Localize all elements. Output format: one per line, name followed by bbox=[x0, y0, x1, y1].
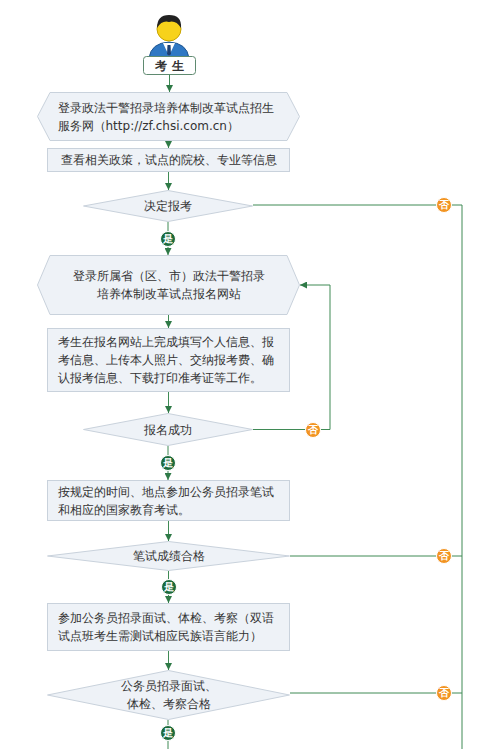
decision-diamond: 决定报考 bbox=[83, 190, 253, 222]
flow-connector bbox=[168, 392, 169, 413]
box-outline bbox=[48, 481, 290, 521]
node-outline bbox=[47, 670, 290, 720]
decision-diamond: 报名成功 bbox=[83, 413, 253, 446]
diamond-outline bbox=[84, 191, 253, 222]
icon-tie bbox=[167, 45, 171, 56]
flow-connector bbox=[168, 315, 169, 328]
process-box: 按规定的时间、地点参加公务员招录笔试和相应的国家教育考试。 bbox=[47, 480, 290, 521]
flow-connector bbox=[168, 141, 169, 148]
branch-label: 是 bbox=[161, 579, 177, 595]
node-text: 决定报考 bbox=[118, 197, 218, 215]
hexagon-box: 登录所属省（区、市）政法干警招录培养体制改革试点报名网站 bbox=[37, 255, 300, 315]
flow-connector bbox=[168, 521, 169, 541]
node-text: 考生在报名网站上完成填写个人信息、报考信息、上传本人照片、交纳报考费、确认报考信… bbox=[58, 333, 280, 387]
diamond-outline bbox=[84, 414, 253, 446]
node-text: 登录政法干警招录培养体制改革试点招生服务网（http://zf.chsi.com… bbox=[58, 99, 280, 135]
diamond-outline bbox=[48, 542, 290, 571]
decision-diamond: 笔试成绩合格 bbox=[47, 541, 290, 571]
flow-connector bbox=[169, 75, 170, 92]
label-outline bbox=[144, 57, 196, 75]
branch-label: 是 bbox=[160, 231, 176, 247]
node-text: 参加公务员招录面试、体检、考察（双语试点班考生需测试相应民族语言能力） bbox=[58, 609, 280, 645]
node-text: 查看相关政策，试点的院校、专业等信息 bbox=[54, 151, 284, 169]
flow-connector bbox=[168, 651, 169, 670]
branch-label: 否 bbox=[305, 422, 321, 438]
branch-label: 是 bbox=[160, 725, 176, 741]
hexagon-box: 登录政法干警招录培养体制改革试点招生服务网（http://zf.chsi.com… bbox=[37, 92, 300, 141]
node-outline bbox=[37, 255, 300, 315]
process-box: 参加公务员招录面试、体检、考察（双语试点班考生需测试相应民族语言能力） bbox=[47, 603, 290, 651]
node-text: 公务员招录面试、体检、考察合格 bbox=[119, 677, 219, 713]
node-text: 按规定的时间、地点参加公务员招录笔试和相应的国家教育考试。 bbox=[58, 483, 280, 519]
icon-hair bbox=[157, 15, 181, 28]
node-text: 笔试成绩合格 bbox=[109, 547, 229, 565]
process-box: 考生在报名网站上完成填写个人信息、报考信息、上传本人照片、交纳报考费、确认报考信… bbox=[47, 328, 290, 392]
hexagon-outline bbox=[38, 256, 300, 315]
diamond-outline bbox=[48, 671, 290, 720]
flow-connector bbox=[168, 172, 169, 190]
box-outline bbox=[48, 604, 290, 651]
icon-shirt bbox=[163, 43, 175, 56]
process-box: 查看相关政策，试点的院校、专业等信息 bbox=[47, 148, 290, 172]
box-outline bbox=[48, 329, 290, 392]
student-icon bbox=[149, 15, 189, 58]
branch-label: 否 bbox=[436, 548, 452, 564]
node-text: 登录所属省（区、市）政法干警招录培养体制改革试点报名网站 bbox=[69, 267, 269, 303]
branch-label: 是 bbox=[160, 455, 176, 471]
box-outline bbox=[48, 149, 290, 172]
start-label-box: 考 生 bbox=[143, 56, 196, 75]
hexagon-outline bbox=[38, 93, 300, 141]
icon-body bbox=[149, 42, 189, 58]
node-text: 报名成功 bbox=[118, 421, 218, 439]
branch-label: 否 bbox=[436, 197, 452, 213]
node-text: 考 生 bbox=[145, 57, 195, 75]
node-outline bbox=[37, 92, 300, 141]
node-outline bbox=[47, 603, 290, 651]
branch-label: 否 bbox=[436, 685, 452, 701]
decision-diamond: 公务员招录面试、体检、考察合格 bbox=[47, 670, 290, 720]
